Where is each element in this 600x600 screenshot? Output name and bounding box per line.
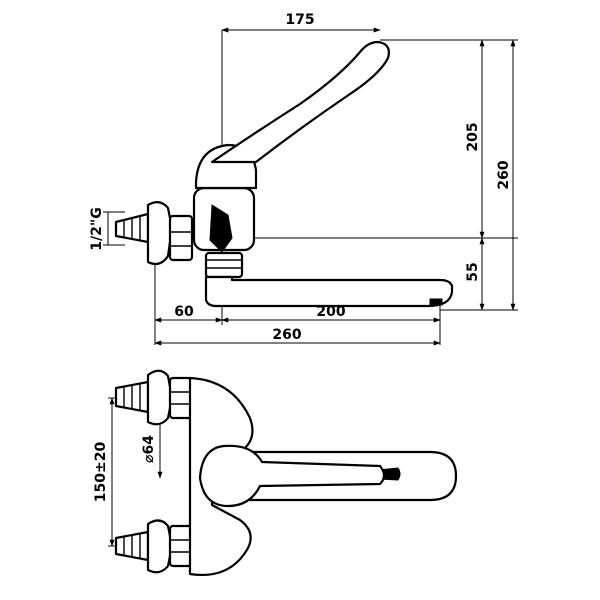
lever-front	[198, 444, 386, 508]
dimension-top-width: 175	[285, 12, 314, 28]
dimension-lever-height: 205	[465, 122, 481, 151]
dimension-spout-height: 55	[465, 262, 481, 281]
mixer-body-front	[188, 376, 254, 576]
inlet-fitting-bottom	[114, 519, 194, 574]
dimension-total-length: 260	[272, 327, 301, 343]
front-view: 150±20 ⌀64	[93, 369, 458, 576]
inlet-fitting-top	[114, 369, 194, 426]
dimension-inlet-spacing: 150±20	[93, 442, 109, 503]
dimension-wall-offset: 60	[174, 304, 194, 320]
inlet-fitting-side	[114, 201, 194, 266]
dimension-body-diameter: ⌀64	[141, 435, 157, 463]
dimension-total-height: 260	[496, 160, 512, 189]
dimension-spout-reach: 200	[316, 304, 345, 320]
mixer-body-side	[192, 40, 390, 253]
spout-side	[204, 251, 454, 308]
dimension-inlet-thread: 1/2"G	[89, 207, 105, 250]
side-view: 175 205 260 55 1/2"G 60 200 260	[89, 12, 518, 346]
